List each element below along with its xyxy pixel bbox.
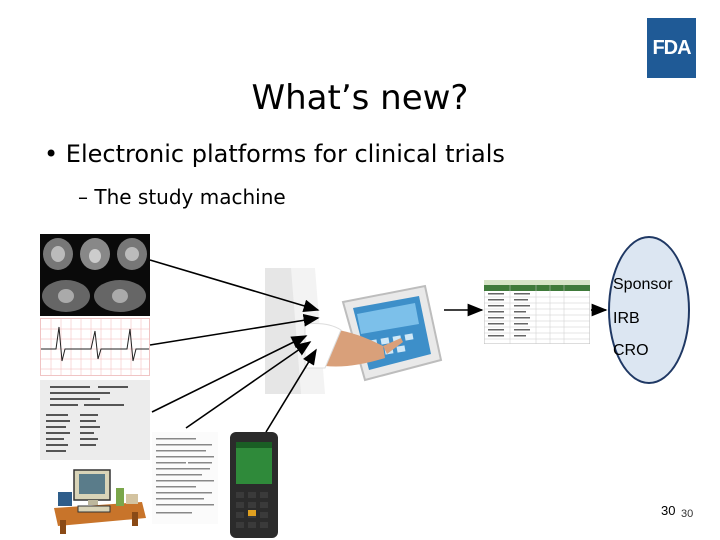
handheld-device-image (228, 432, 280, 538)
recipients-oval (608, 236, 690, 384)
ct-scan-image (40, 234, 150, 316)
paper-form-image (152, 432, 218, 524)
spreadsheet-image (484, 280, 590, 344)
ekg-strip-image (40, 318, 150, 376)
tablet-device-image (265, 268, 445, 394)
fda-logo: FDA (647, 18, 696, 78)
label-irb: IRB (613, 310, 640, 327)
label-sponsor: Sponsor (613, 276, 673, 293)
label-cro: CRO (613, 342, 649, 359)
bullet-electronic-platforms: • Electronic platforms for clinical tria… (44, 140, 505, 168)
page-number-small: 30 (681, 508, 694, 520)
fda-logo-text: FDA (652, 36, 691, 59)
slide-title: What’s new? (251, 78, 469, 118)
lab-report-image (40, 380, 150, 460)
page-number: 30 (661, 503, 676, 518)
sub-bullet-study-machine: – The study machine (78, 185, 286, 209)
desktop-computer-image (48, 462, 148, 536)
